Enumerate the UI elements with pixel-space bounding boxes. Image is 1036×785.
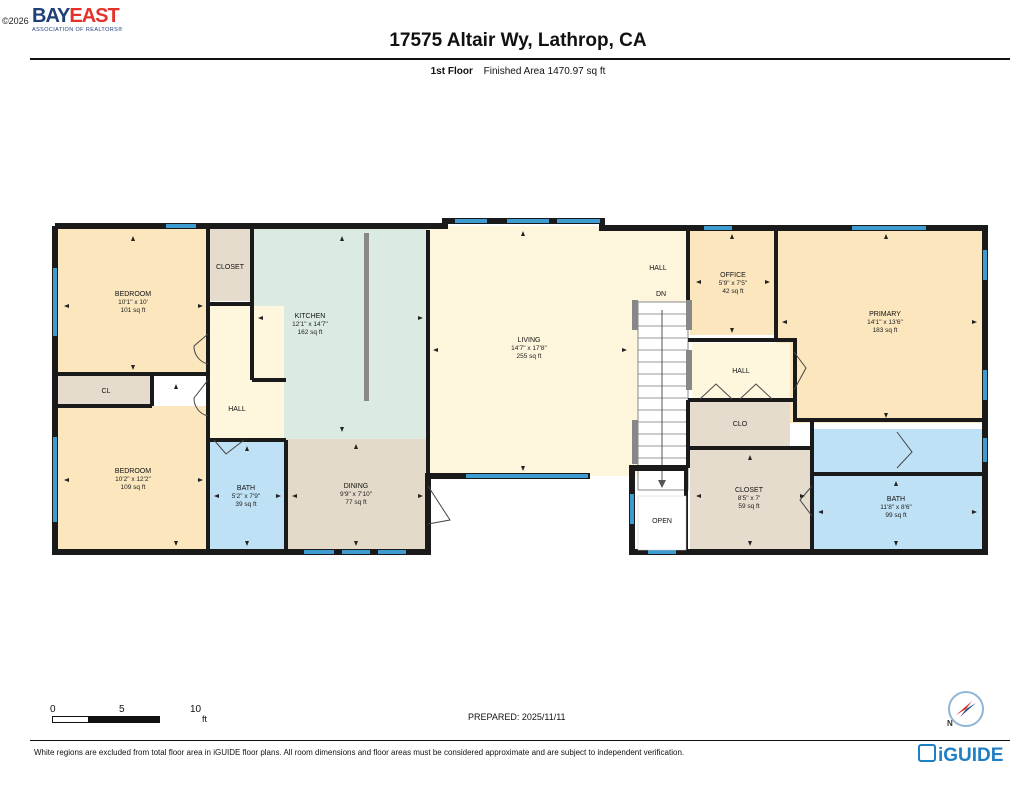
hall-left-room	[208, 306, 284, 440]
clo-room	[690, 402, 790, 446]
doors	[193, 333, 913, 525]
logo-brand: BAYEAST	[32, 5, 120, 27]
bayeast-logo: BAYEAST ASSOCIATION OF REALTORS®	[32, 6, 123, 33]
office-area: 42 sq ft	[722, 288, 744, 295]
footer-divider	[30, 740, 1010, 741]
compass-north-label: N	[947, 719, 953, 728]
bath1-area: 39 sq ft	[235, 501, 257, 508]
room-labels: BEDROOM 10'1" x 10' 101 sq ft CLOSET KIT…	[102, 264, 913, 525]
bedroom2-area: 109 sq ft	[121, 484, 146, 491]
scale-tick-0: 0	[50, 704, 56, 715]
dimension-arrows	[64, 231, 977, 546]
dining-area: 77 sq ft	[345, 499, 367, 506]
bath2-room	[812, 476, 982, 552]
kitchen-area: 162 sq ft	[298, 329, 323, 336]
kitchen-dims: 12'1" x 14'7"	[292, 321, 328, 328]
windows	[53, 219, 987, 554]
open-label: OPEN	[652, 518, 672, 525]
compass-icon: N	[947, 691, 984, 728]
cl-room	[58, 376, 152, 406]
bath2-upper-room	[812, 429, 982, 473]
scale-bar-graphic	[52, 716, 160, 723]
bedroom1-label: BEDROOM	[115, 291, 151, 298]
living-label: LIVING	[518, 337, 541, 344]
iguide-logo: iGUIDE	[918, 744, 1003, 767]
bath1-room	[208, 440, 286, 552]
hall-top-label: HALL	[649, 265, 667, 272]
bedroom2-label: BEDROOM	[115, 468, 151, 475]
open-area	[637, 495, 687, 551]
hall-right-room	[692, 343, 790, 399]
living-area: 255 sq ft	[517, 353, 542, 360]
bedroom2-dims: 10'2" x 12'2"	[115, 476, 151, 483]
primary-label: PRIMARY	[869, 311, 901, 318]
kitchen-counter	[364, 233, 369, 401]
floor-heading: 1st Floor Finished Area 1470.97 sq ft	[0, 66, 1036, 77]
kitchen-label: KITCHEN	[295, 313, 326, 320]
closet-r-area: 59 sq ft	[738, 503, 760, 510]
scale-unit: ft	[202, 714, 208, 724]
bath2-area: 99 sq ft	[885, 512, 907, 519]
logo-subtitle: ASSOCIATION OF REALTORS®	[32, 27, 123, 33]
dining-room	[286, 439, 428, 552]
closet-tl-room	[208, 229, 252, 301]
bath2-dims: 11'8" x 8'6"	[880, 504, 912, 511]
scale-bar: 0 5 10 ft	[50, 704, 220, 726]
bedroom1-dims: 10'1" x 10'	[118, 299, 148, 306]
closet-r-room	[690, 450, 810, 552]
scale-tick-10: 10	[190, 704, 202, 715]
prepared-date: PREPARED: 2025/11/11	[468, 712, 566, 722]
closet-tl-label: CLOSET	[216, 264, 245, 271]
floor-name: 1st Floor	[430, 66, 473, 77]
bath2-label: BATH	[887, 496, 905, 503]
cl-label: CL	[102, 388, 111, 395]
floor-area: Finished Area 1470.97 sq ft	[483, 66, 606, 77]
living-dims: 14'7" x 17'8"	[511, 345, 547, 352]
bath1-dims: 5'2" x 7'9"	[232, 493, 261, 500]
closet-r-dims: 8'5" x 7'	[738, 495, 761, 502]
bedroom2-room	[58, 406, 208, 552]
primary-room	[776, 229, 982, 423]
primary-area: 183 sq ft	[873, 327, 898, 334]
office-label: OFFICE	[720, 272, 746, 279]
office-dims: 5'9" x 7'5"	[719, 280, 748, 287]
office-room	[690, 229, 776, 335]
closet-r-label: CLOSET	[735, 487, 764, 494]
bedroom1-room	[58, 229, 208, 375]
room-fills	[58, 226, 982, 552]
page-title: 17575 Altair Wy, Lathrop, CA	[389, 30, 647, 51]
dining-dims: 9'9" x 7'10"	[340, 491, 373, 498]
bath1-label: BATH	[237, 485, 255, 492]
hall-right-label: HALL	[732, 368, 750, 375]
header-divider	[30, 58, 1010, 60]
primary-dims: 14'1" x 13'6"	[867, 319, 903, 326]
disclaimer-text: White regions are excluded from total fl…	[34, 748, 685, 757]
dining-label: DINING	[344, 483, 369, 490]
iguide-brand-icon	[918, 744, 936, 762]
scale-tick-5: 5	[119, 704, 125, 715]
staircase	[632, 300, 692, 491]
clo-label: CLO	[733, 421, 748, 428]
hall-left-label: HALL	[228, 406, 246, 413]
iguide-brand-text: iGUIDE	[938, 745, 1004, 766]
bedroom1-area: 101 sq ft	[121, 307, 146, 314]
copyright-text: ©2026	[2, 16, 29, 26]
stairs-label: DN	[656, 291, 666, 298]
